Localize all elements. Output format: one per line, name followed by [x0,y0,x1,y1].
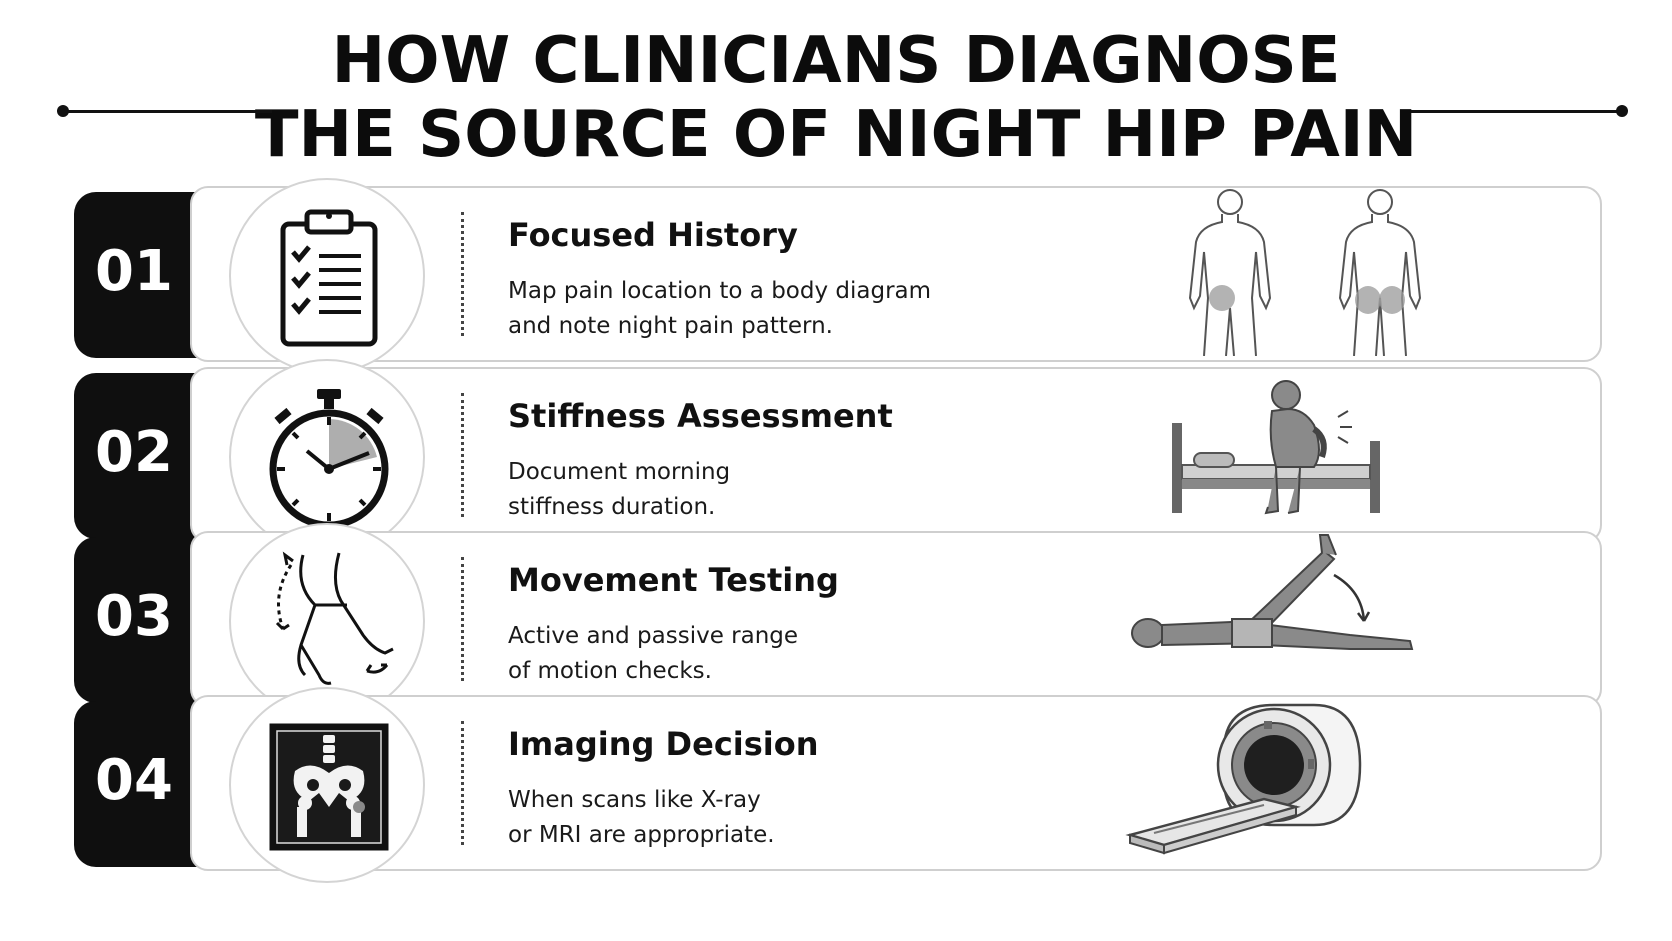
title-rule-left [64,110,272,113]
step-card [190,531,1602,707]
step-description: Document morning stiffness duration. [508,455,1028,525]
step-description: When scans like X-ray or MRI are appropr… [508,783,1028,853]
page-title-line-2: THE SOURCE OF NIGHT HIP PAIN [254,98,1418,172]
step-description-line-2: of motion checks. [508,658,712,684]
step-title: Stiffness Assessment [508,397,893,435]
step-description-line-1: Map pain location to a body diagram [508,278,932,304]
step-description-line-1: When scans like X-ray [508,787,761,813]
step-number: 02 [95,420,173,485]
person-sitting-on-bed-illustration [1172,380,1380,515]
step-1: 01 Focused History Map pain location to … [74,178,1606,374]
step-description-line-1: Document morning [508,459,731,485]
step-card [190,186,1602,362]
title-rule-dot-left [57,105,69,117]
step-divider [461,557,464,681]
step-description-line-2: stiffness duration. [508,494,716,520]
body-diagram-front-back-illustration [1188,189,1422,356]
step-description-line-1: Active and passive range [508,623,799,649]
step-title: Focused History [508,216,798,254]
step-description-line-2: or MRI are appropriate. [508,822,775,848]
step-description-line-2: and note night pain pattern. [508,313,833,339]
pelvis-xray-icon [229,687,425,883]
title-rule-right [1411,110,1621,113]
step-description: Map pain location to a body diagram and … [508,274,1028,344]
step-divider [461,393,464,517]
mri-scanner-illustration [1125,703,1362,855]
stopwatch-icon [229,359,425,555]
step-card [190,695,1602,871]
step-4: 04 Imaging Decision When scans like X-ra… [74,687,1606,883]
clipboard-checklist-icon [229,178,425,374]
step-description: Active and passive range of motion check… [508,619,1028,689]
leg-range-of-motion-icon [229,523,425,719]
step-number: 03 [95,584,173,649]
step-number: 04 [95,748,173,813]
step-title: Imaging Decision [508,725,819,763]
page-title-line-1: HOW CLINICIANS DIAGNOSE [331,24,1341,98]
title-block: HOW CLINICIANS DIAGNOSE THE SOURCE OF NI… [0,18,1672,172]
person-leg-raise-illustration [1131,534,1414,650]
step-title: Movement Testing [508,561,839,599]
step-card [190,367,1602,543]
step-3: 03 Movement Testing Active and passive r… [74,523,1606,719]
step-divider [461,212,464,336]
step-number: 01 [95,239,173,304]
step-2: 02 Stiffness Assessment [74,359,1606,555]
step-divider [461,721,464,845]
title-rule-dot-right [1616,105,1628,117]
